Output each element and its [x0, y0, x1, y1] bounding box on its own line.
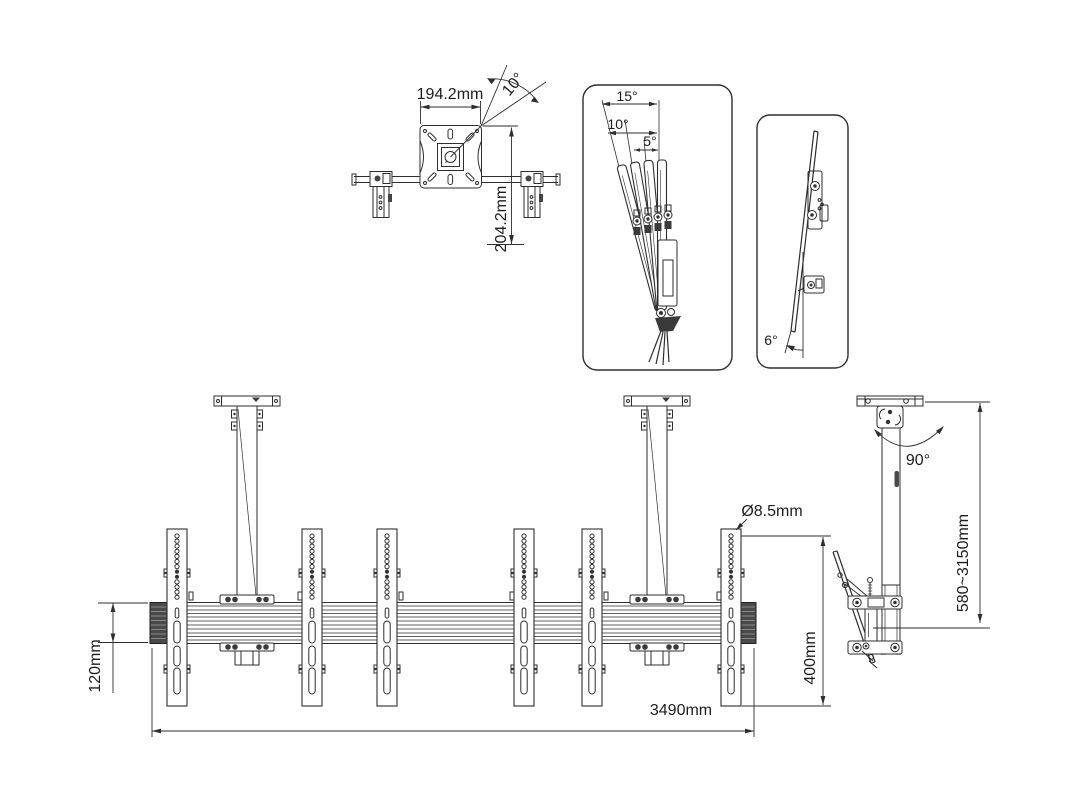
- tilt-positions-view: [582, 84, 733, 371]
- label-swivel-angle: 90°: [905, 452, 931, 469]
- angle-label-6: 6°: [764, 332, 778, 348]
- pole-clamp-top-view: [369, 171, 393, 218]
- dimension-rail-length: [151, 648, 755, 737]
- dimension-label-rail-height: 120mm: [87, 639, 104, 693]
- rail-end-cap: [738, 602, 757, 644]
- angle-label-10: 10°: [607, 116, 629, 132]
- screen-tilt-view: [756, 114, 849, 369]
- angle-6-dimension: [784, 252, 804, 358]
- dimension-height: [483, 125, 524, 245]
- angle-label-5: 5°: [643, 133, 657, 149]
- hole-diameter-leader: [735, 518, 748, 531]
- rotation-indicator: [450, 64, 547, 158]
- tilt-hardware: [632, 204, 681, 366]
- label-hole-diameter: Ø8.5mm: [741, 503, 803, 520]
- dimension-bracket-height: [741, 535, 831, 707]
- dimension-label-vesa-height: 204.2mm: [493, 185, 510, 253]
- screen-side: [832, 550, 903, 669]
- vesa-plate-top-view: [351, 64, 561, 245]
- dimension-label-vesa-width: 194.2mm: [416, 86, 484, 103]
- swivel-joint: [876, 405, 904, 429]
- dimension-label-bracket-height: 400mm: [802, 631, 819, 685]
- tilt-dimensions: [602, 101, 658, 152]
- pole-clamp-top-view: [520, 171, 544, 218]
- swivel-arc: [874, 426, 944, 447]
- front-view: [98, 395, 757, 737]
- pole-side: [881, 428, 901, 655]
- angle-label-15: 15°: [616, 88, 638, 104]
- mounting-rail: [149, 602, 757, 644]
- side-view: [741, 395, 990, 707]
- rail-end-cap: [149, 602, 168, 644]
- ceiling-plate-side: [856, 395, 924, 407]
- dimension-label-rail-length: 3490mm: [649, 702, 713, 719]
- tilted-screen: [790, 130, 819, 333]
- dimension-width: [420, 101, 481, 124]
- dimension-height-range: [873, 401, 990, 629]
- dimension-label-height-range: 580~3150mm: [955, 513, 972, 613]
- dimension-rail-height: [98, 602, 148, 693]
